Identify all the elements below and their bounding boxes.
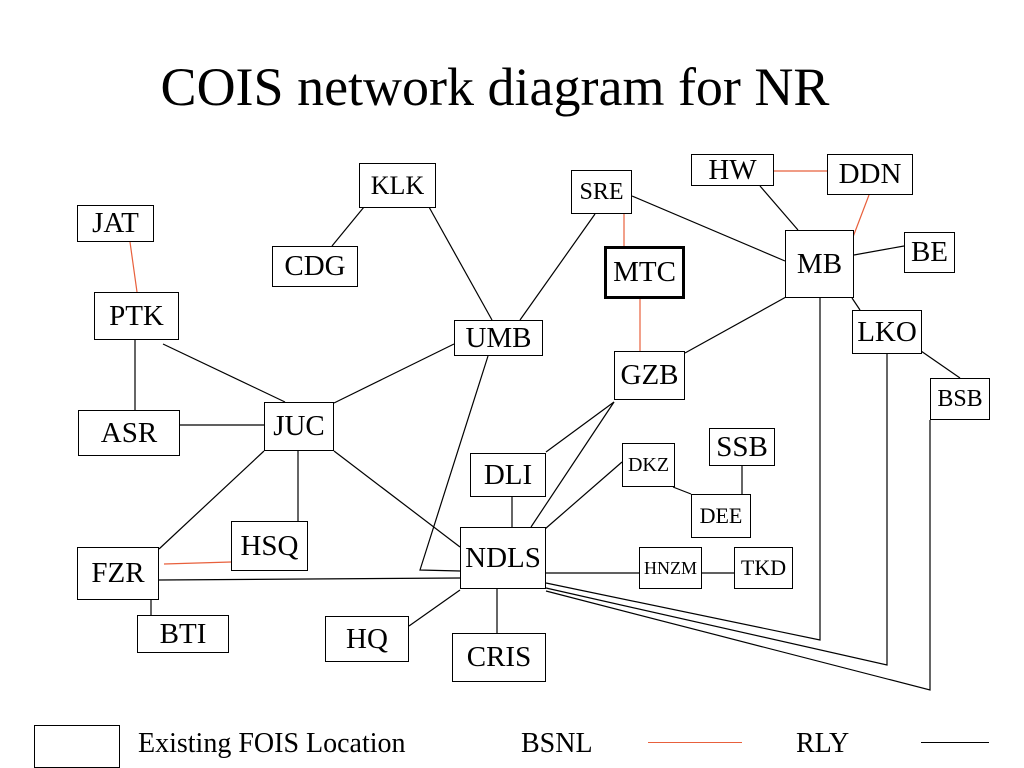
node-UMB: UMB <box>454 320 543 356</box>
node-JAT: JAT <box>77 205 154 242</box>
node-DDN: DDN <box>827 154 913 195</box>
link-ndls-mb <box>545 298 821 641</box>
link-ndls-bsb <box>545 420 931 691</box>
node-PTK: PTK <box>94 292 179 340</box>
link-mb-lko <box>851 297 861 311</box>
legend-fois-location-box <box>34 725 120 768</box>
link-sre-umb <box>519 213 596 321</box>
link-mb-gzb <box>684 296 787 354</box>
node-BE: BE <box>904 232 955 273</box>
link-gzb-dli <box>545 401 615 453</box>
node-ASR: ASR <box>78 410 180 456</box>
diagram-title: COIS network diagram for NR <box>160 57 830 117</box>
link-fzr-ndls <box>158 577 461 581</box>
link-klk-umb <box>428 206 493 321</box>
node-BSB: BSB <box>930 378 990 420</box>
link-ptk-juc <box>162 343 286 403</box>
node-CRIS: CRIS <box>452 633 546 682</box>
node-JUC: JUC <box>264 402 334 451</box>
node-GZB: GZB <box>614 351 685 400</box>
link-dkz-ndls <box>544 461 623 530</box>
node-BTI: BTI <box>137 615 229 653</box>
node-HW: HW <box>691 154 774 186</box>
link-ndls-lko <box>545 354 888 666</box>
node-MB: MB <box>785 230 854 298</box>
node-SRE: SRE <box>571 170 632 214</box>
node-HNZM: HNZM <box>639 547 702 589</box>
node-LKO: LKO <box>852 310 922 354</box>
link-umb-ndls <box>419 355 489 572</box>
legend-rly-label: RLY <box>796 728 850 759</box>
link-lko-bsb <box>920 350 961 379</box>
link-sre-mb <box>631 195 786 262</box>
link-juc-umb <box>333 343 455 404</box>
link-klk-cdg <box>331 206 365 247</box>
link-juc-fzr <box>158 450 265 550</box>
node-TKD: TKD <box>734 547 793 589</box>
link-fzr-hsq <box>163 561 232 565</box>
link-dkz-dee <box>672 486 692 495</box>
node-SSB: SSB <box>709 428 775 466</box>
node-MTC: MTC <box>604 246 685 299</box>
link-ddn-mb <box>852 194 870 238</box>
node-NDLS: NDLS <box>460 527 546 589</box>
link-jat-ptk <box>129 241 138 293</box>
link-mb-be <box>853 245 905 256</box>
link-juc-ndls <box>333 450 461 548</box>
legend-bsnl-line <box>648 742 742 743</box>
node-KLK: KLK <box>359 163 436 208</box>
node-FZR: FZR <box>77 547 159 600</box>
node-DEE: DEE <box>691 494 751 538</box>
node-HSQ: HSQ <box>231 521 308 571</box>
link-hw-mb <box>759 185 799 231</box>
node-DKZ: DKZ <box>622 443 675 487</box>
link-ndls-hq <box>408 589 461 627</box>
legend-rly-line <box>921 742 989 743</box>
legend-fois-location-label: Existing FOIS Location <box>138 728 406 759</box>
node-HQ: HQ <box>325 616 409 662</box>
legend-bsnl-label: BSNL <box>521 728 593 759</box>
link-gzb-ndls <box>530 401 615 528</box>
node-CDG: CDG <box>272 246 358 287</box>
node-DLI: DLI <box>470 453 546 497</box>
